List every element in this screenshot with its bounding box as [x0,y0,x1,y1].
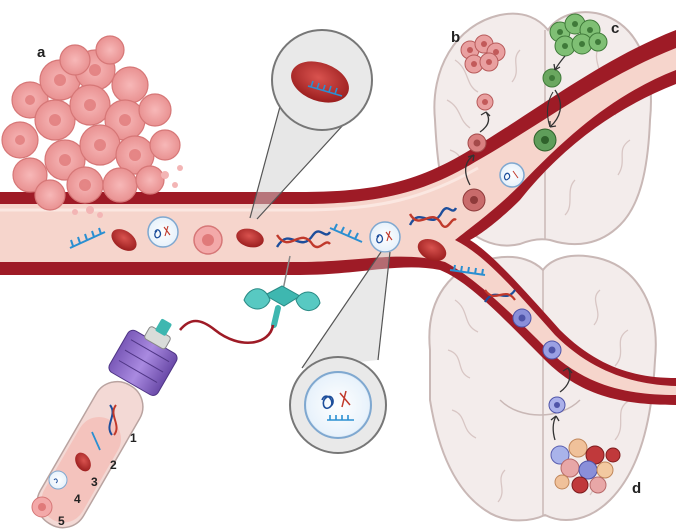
label-a: a [37,44,46,61]
blood-tubing [179,319,275,344]
ctdna-fragment [69,227,106,249]
dna-double-helix [484,289,516,303]
dna-double-helix [275,230,332,249]
blood-vessel [0,30,676,405]
circulating-tumor-cell [193,225,223,255]
label-b: b [451,29,460,46]
blood-collection-tube [31,319,178,529]
label-d: d [632,480,641,497]
exosome-vesicle [369,221,401,253]
tube-label-3: 3 [91,475,98,489]
tube-dna-helix [108,404,118,436]
metastasis-c [533,13,608,152]
zoom-bubble-bottom [289,251,391,454]
metastasis-d [512,308,621,494]
tube-tumor-cell [31,496,53,518]
primary-tumor [1,35,183,218]
butterfly-needle [243,255,321,328]
ctdna-fragment [329,223,363,243]
exosome-vesicle [499,162,525,188]
red-blood-cell [111,229,137,251]
ctdna-fragment [449,264,486,276]
tube-label-2: 2 [110,458,117,472]
tube-label-5: 5 [58,514,65,528]
metastasis-b [460,34,506,212]
tube-red-blood-cell [75,452,91,472]
label-c: c [611,20,619,37]
red-blood-cell [417,238,447,262]
tube-label-1: 1 [130,431,137,445]
exosome-vesicle [147,216,179,248]
zoom-bubble-top [249,29,373,220]
tube-ctdna-fragment [91,431,101,451]
dna-double-helix [408,207,458,228]
tube-exosome-vesicle [48,470,68,490]
red-blood-cell [236,228,264,248]
tube-label-4: 4 [74,492,81,506]
